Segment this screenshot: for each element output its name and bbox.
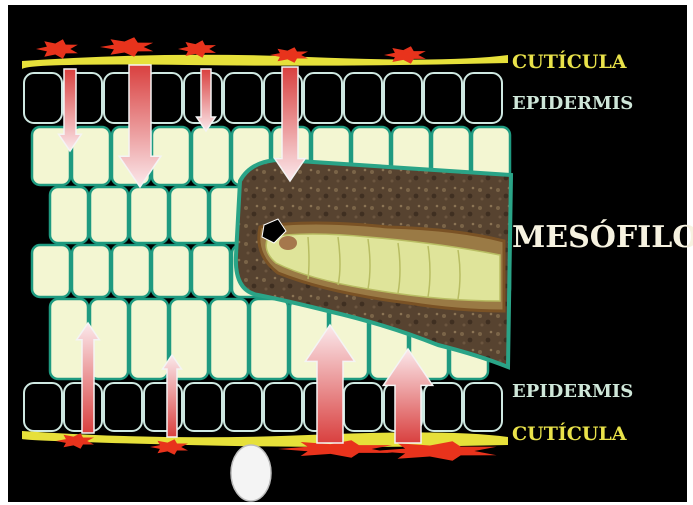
epidermis-cell: [384, 73, 422, 123]
mesophyll-cell: [152, 245, 190, 297]
epidermis-cell: [464, 73, 502, 123]
damage-burst: [100, 37, 153, 56]
epidermis-cell: [24, 383, 62, 431]
epidermis-cell: [304, 73, 342, 123]
epidermis-cell: [424, 383, 462, 431]
epidermis-cell: [264, 383, 302, 431]
diagram-frame: CUTÍCULA EPIDERMIS MESÓFILO EPIDERMIS CU…: [8, 5, 687, 502]
mesophyll-cell: [112, 245, 150, 297]
epidermis-cell: [424, 73, 462, 123]
mesophyll-cell: [130, 187, 168, 243]
mesophyll-cell: [192, 127, 230, 185]
upper-epidermis-layer: [24, 73, 502, 123]
epidermis-cell: [224, 73, 262, 123]
damage-burst: [36, 39, 78, 58]
mesophyll-label: MESÓFILO: [512, 220, 693, 255]
epidermis-cell: [24, 73, 62, 123]
mesophyll-cell: [170, 187, 208, 243]
mesophyll-cell: [90, 187, 128, 243]
mesophyll-cell: [192, 245, 230, 297]
epidermis-top-label: EPIDERMIS: [512, 93, 633, 114]
lower-epidermis-layer: [24, 383, 502, 431]
cuticle-bottom-label: CUTÍCULA: [512, 423, 627, 445]
mesophyll-cell: [72, 245, 110, 297]
epidermis-cell: [344, 73, 382, 123]
epidermis-cell: [344, 383, 382, 431]
epidermis-cell: [224, 383, 262, 431]
epidermis-cell: [104, 383, 142, 431]
mesophyll-cell: [32, 245, 70, 297]
mesophyll-cell: [210, 299, 248, 379]
cuticle-top-label: CUTÍCULA: [512, 51, 627, 73]
mesophyll-cell: [130, 299, 168, 379]
egg: [231, 445, 271, 501]
epidermis-cell: [184, 383, 222, 431]
mesophyll-cell: [50, 187, 88, 243]
mesophyll-cell: [250, 299, 288, 379]
epidermis-bottom-label: EPIDERMIS: [512, 381, 633, 402]
epidermis-cell: [464, 383, 502, 431]
upper-cuticle: [22, 55, 508, 69]
